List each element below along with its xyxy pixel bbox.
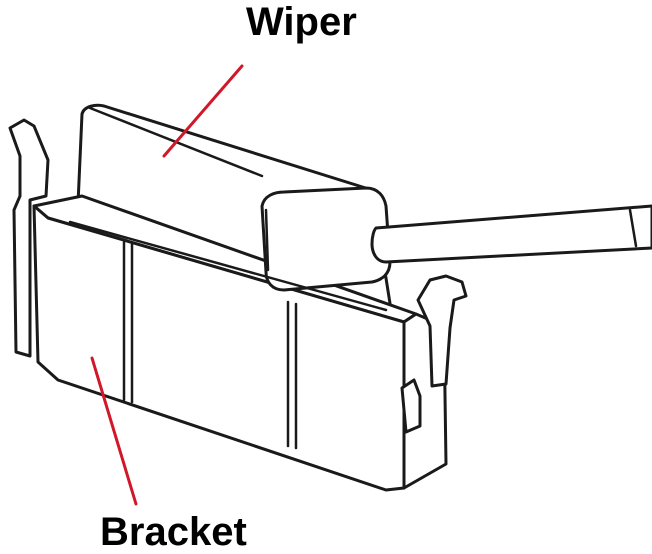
right-clip bbox=[416, 274, 468, 388]
bracket-label: Bracket bbox=[100, 510, 247, 554]
rod-end-ring bbox=[628, 208, 638, 248]
bracket-front-face bbox=[32, 204, 406, 492]
wiper-label: Wiper bbox=[246, 0, 357, 44]
rod-shaft bbox=[370, 204, 652, 264]
wiper-callout-line bbox=[162, 64, 244, 158]
bracket-rim-inner bbox=[68, 220, 388, 312]
left-clip bbox=[8, 118, 50, 358]
ferrule-front-edge bbox=[264, 208, 270, 272]
bracket-side-notch bbox=[400, 378, 422, 434]
bracket-callout-line bbox=[90, 356, 138, 506]
